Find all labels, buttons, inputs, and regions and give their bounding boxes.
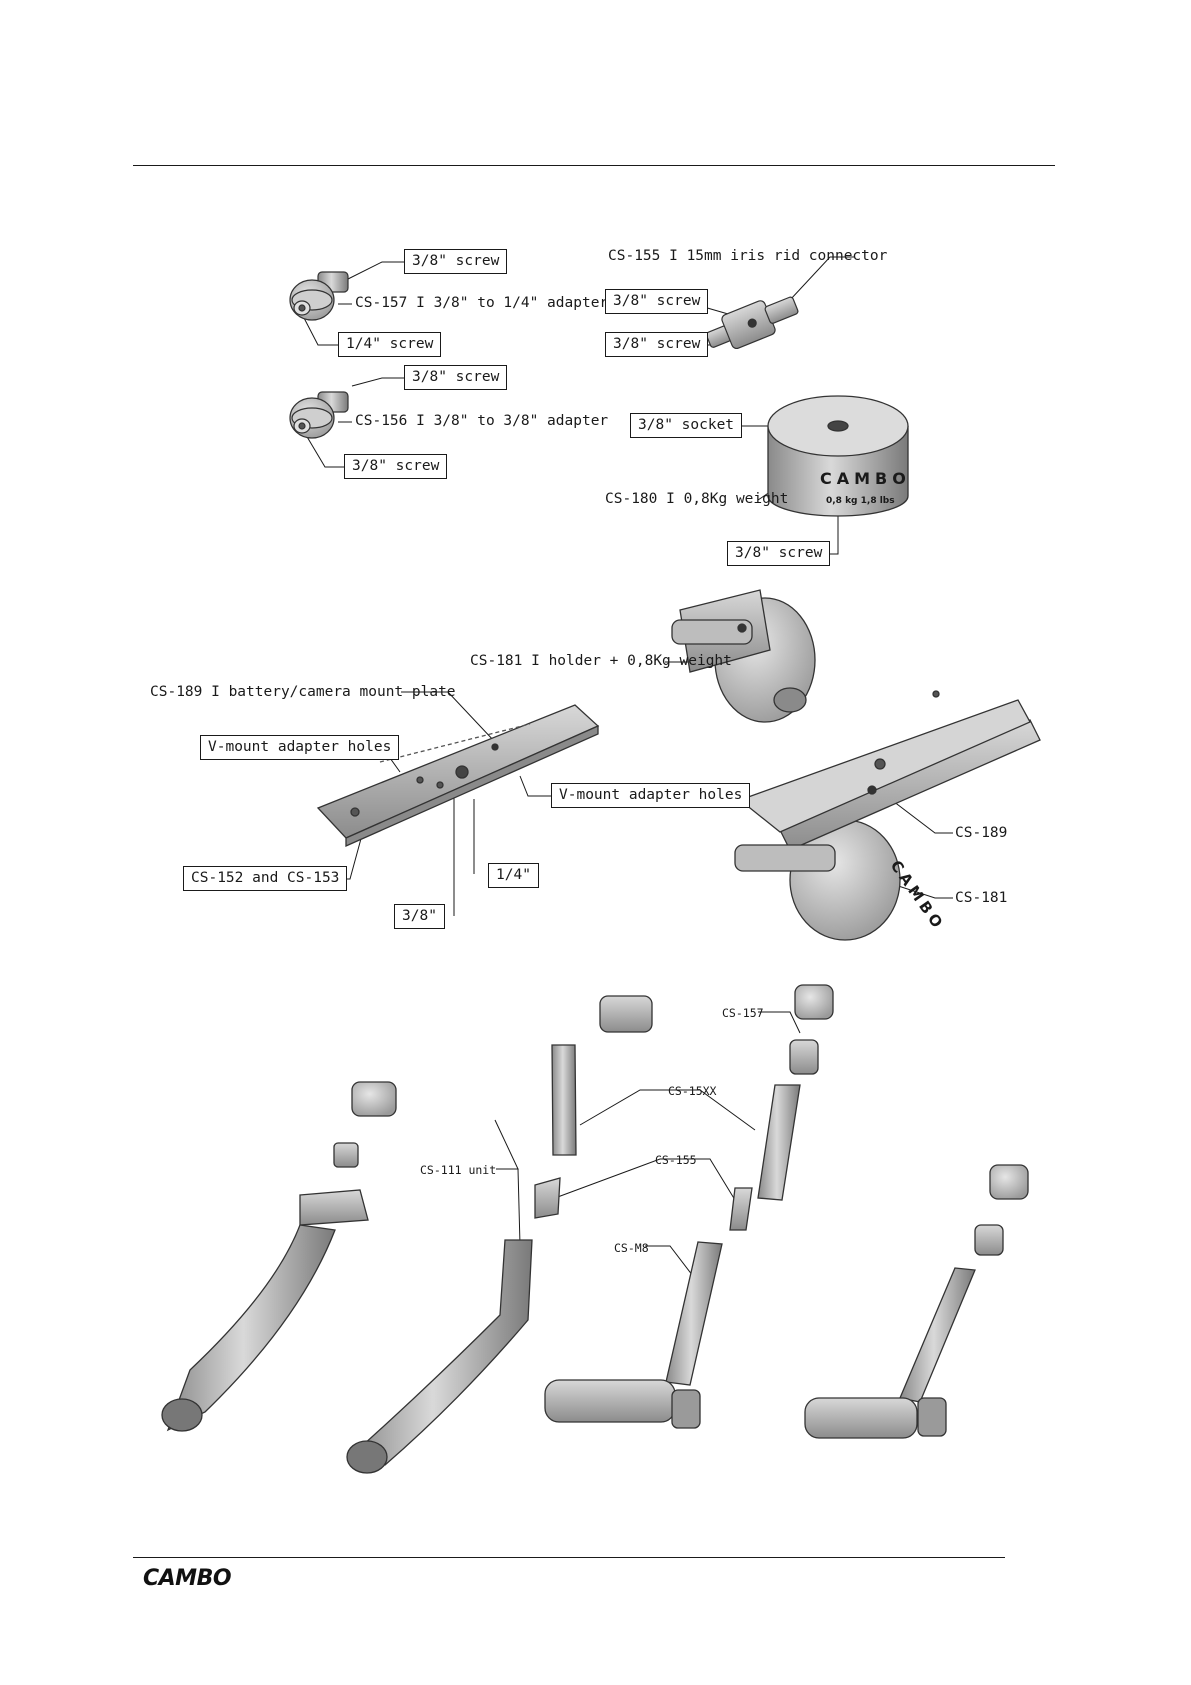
vmount-right-label: V-mount adapter holes	[551, 783, 751, 808]
cs189-plate-drawing	[316, 704, 600, 848]
cs155-connector-drawing	[705, 296, 799, 350]
handle-left-drawing	[161, 1081, 397, 1432]
sc-cs157-label: CS-157	[722, 1006, 764, 1020]
cs157-adapter-drawing	[289, 271, 349, 321]
cs180-weight-drawing	[767, 395, 909, 517]
vmount-left-label: V-mount adapter holes	[200, 735, 400, 760]
footer-rule	[133, 1557, 1005, 1558]
cs152-cs153-label: CS-152 and CS-153	[183, 866, 348, 891]
sc-cs15xx-label: CS-15XX	[668, 1084, 717, 1098]
cs189-cs181-assembly-drawing	[734, 690, 1041, 941]
cs157-name-label: CS-157 I 3/8" to 1/4" adapter	[355, 295, 609, 311]
rod-csm8-drawing	[544, 984, 834, 1429]
rod-right-drawing	[804, 1164, 1029, 1439]
quarter-inch-label: 1/4"	[488, 863, 539, 888]
assembly-cs189-label: CS-189	[955, 825, 1008, 841]
cs156-bottom-screw-label: 3/8" screw	[344, 454, 448, 479]
assembly-cs181-label: CS-181	[955, 890, 1008, 906]
cs181-name-label: CS-181 I holder + 0,8Kg weight	[470, 653, 732, 669]
cs180-socket-label: 3/8" socket	[630, 413, 743, 438]
cs156-adapter-drawing	[289, 391, 349, 439]
cs155-screw-label-2: 3/8" screw	[605, 332, 709, 357]
sc-cs111-label: CS-111 unit	[420, 1163, 497, 1177]
cs156-top-screw-label: 3/8" screw	[404, 365, 508, 390]
sc-csm8-label: CS-M8	[614, 1241, 649, 1255]
cs180-brand-text: CAMBO	[820, 469, 911, 488]
cs155-screw-label-1: 3/8" screw	[605, 289, 709, 314]
cs181-holder-drawing	[671, 589, 816, 723]
cs157-bottom-screw-label: 1/4" screw	[338, 332, 442, 357]
handle-mid-drawing	[346, 995, 653, 1474]
cs157-top-screw-label: 3/8" screw	[404, 249, 508, 274]
cambo-logo: CAMBO	[143, 1566, 232, 1591]
cs156-name-label: CS-156 I 3/8" to 3/8" adapter	[355, 413, 609, 429]
cs180-screw-label: 3/8" screw	[727, 541, 831, 566]
three-eighths-label: 3/8"	[394, 904, 445, 929]
header-rule	[133, 165, 1055, 166]
cs189-name-label: CS-189 I battery/camera mount plate	[150, 684, 456, 700]
cs180-name-label: CS-180 I 0,8Kg weight	[605, 491, 789, 507]
cs180-weight-text: 0,8 kg 1,8 lbs	[826, 496, 895, 506]
cs155-name-label: CS-155 I 15mm iris rid connector	[608, 248, 888, 264]
sc-cs155-label: CS-155	[655, 1153, 697, 1167]
